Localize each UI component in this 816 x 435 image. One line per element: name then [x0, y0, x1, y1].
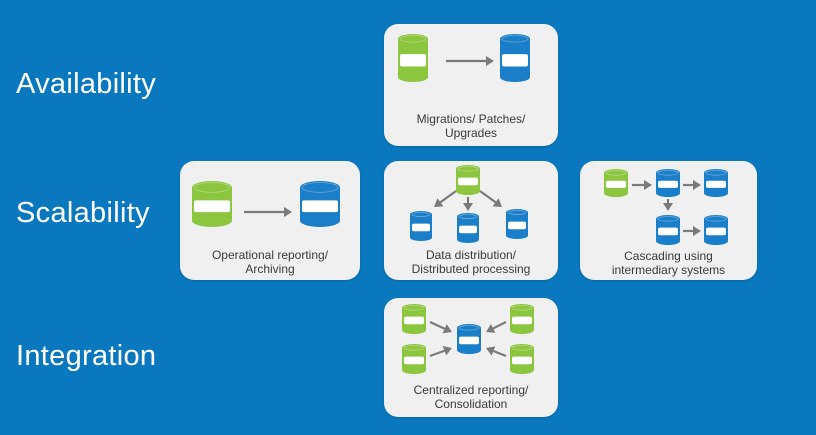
arrow-icon	[683, 226, 701, 236]
card-centralized-reporting: Centralized reporting/ Consolidation	[384, 298, 558, 417]
arrow-icon	[479, 190, 502, 207]
caption-line-2: Upgrades	[444, 126, 498, 140]
database-green-icon	[456, 165, 480, 195]
arrow-icon	[663, 199, 673, 211]
database-green-icon	[510, 344, 534, 374]
database-blue-icon	[656, 169, 680, 197]
card-migrations: Migrations/ Patches/ Upgrades	[384, 24, 558, 146]
arrow-icon	[486, 346, 507, 358]
database-blue-icon	[300, 181, 340, 227]
arrow-icon	[429, 320, 452, 334]
arrow-icon	[632, 180, 652, 190]
arrow-icon	[446, 56, 494, 66]
database-green-icon	[192, 181, 232, 227]
database-green-icon	[402, 344, 426, 374]
distribution-diagram	[410, 165, 528, 243]
card-operational-reporting: Operational reporting/ Archiving	[180, 161, 360, 280]
database-blue-icon	[500, 34, 530, 82]
arrow-icon	[244, 207, 292, 217]
operational-diagram	[192, 181, 340, 227]
row-label-scalability: Scalability	[16, 197, 150, 229]
caption-line-1: Operational reporting/	[211, 248, 329, 262]
caption-line-2: Consolidation	[434, 397, 508, 411]
caption-line-2: Distributed processing	[411, 262, 531, 276]
row-label-integration: Integration	[16, 340, 157, 372]
row-label-availability: Availability	[16, 68, 157, 100]
database-blue-icon	[457, 213, 479, 243]
database-blue-icon	[704, 215, 728, 245]
database-green-icon	[604, 169, 628, 197]
database-green-icon	[510, 304, 534, 334]
card-data-distribution: Data distribution/ Distributed processin…	[384, 161, 558, 280]
database-blue-icon	[457, 324, 481, 354]
database-blue-icon	[656, 215, 680, 245]
database-green-icon	[398, 34, 428, 82]
centralized-diagram	[402, 304, 534, 374]
card-cascading: Cascading using intermediary systems	[580, 161, 757, 280]
caption-line-1: Centralized reporting/	[413, 383, 529, 397]
database-blue-icon	[410, 211, 432, 241]
arrow-icon	[434, 190, 457, 207]
arrow-icon	[683, 180, 701, 190]
caption-line-2: Archiving	[245, 262, 295, 276]
cascading-diagram	[604, 169, 728, 245]
database-blue-icon	[704, 169, 728, 197]
migrations-diagram	[398, 34, 530, 82]
caption-line-1: Data distribution/	[425, 248, 517, 262]
caption-line-1: Migrations/ Patches/	[416, 112, 526, 126]
caption-line-2: intermediary systems	[611, 263, 726, 277]
arrow-icon	[463, 197, 473, 211]
arrow-icon	[429, 346, 452, 358]
arrow-icon	[486, 321, 507, 333]
database-blue-icon	[506, 209, 528, 239]
caption-line-1: Cascading using	[624, 249, 713, 263]
database-green-icon	[402, 304, 426, 334]
